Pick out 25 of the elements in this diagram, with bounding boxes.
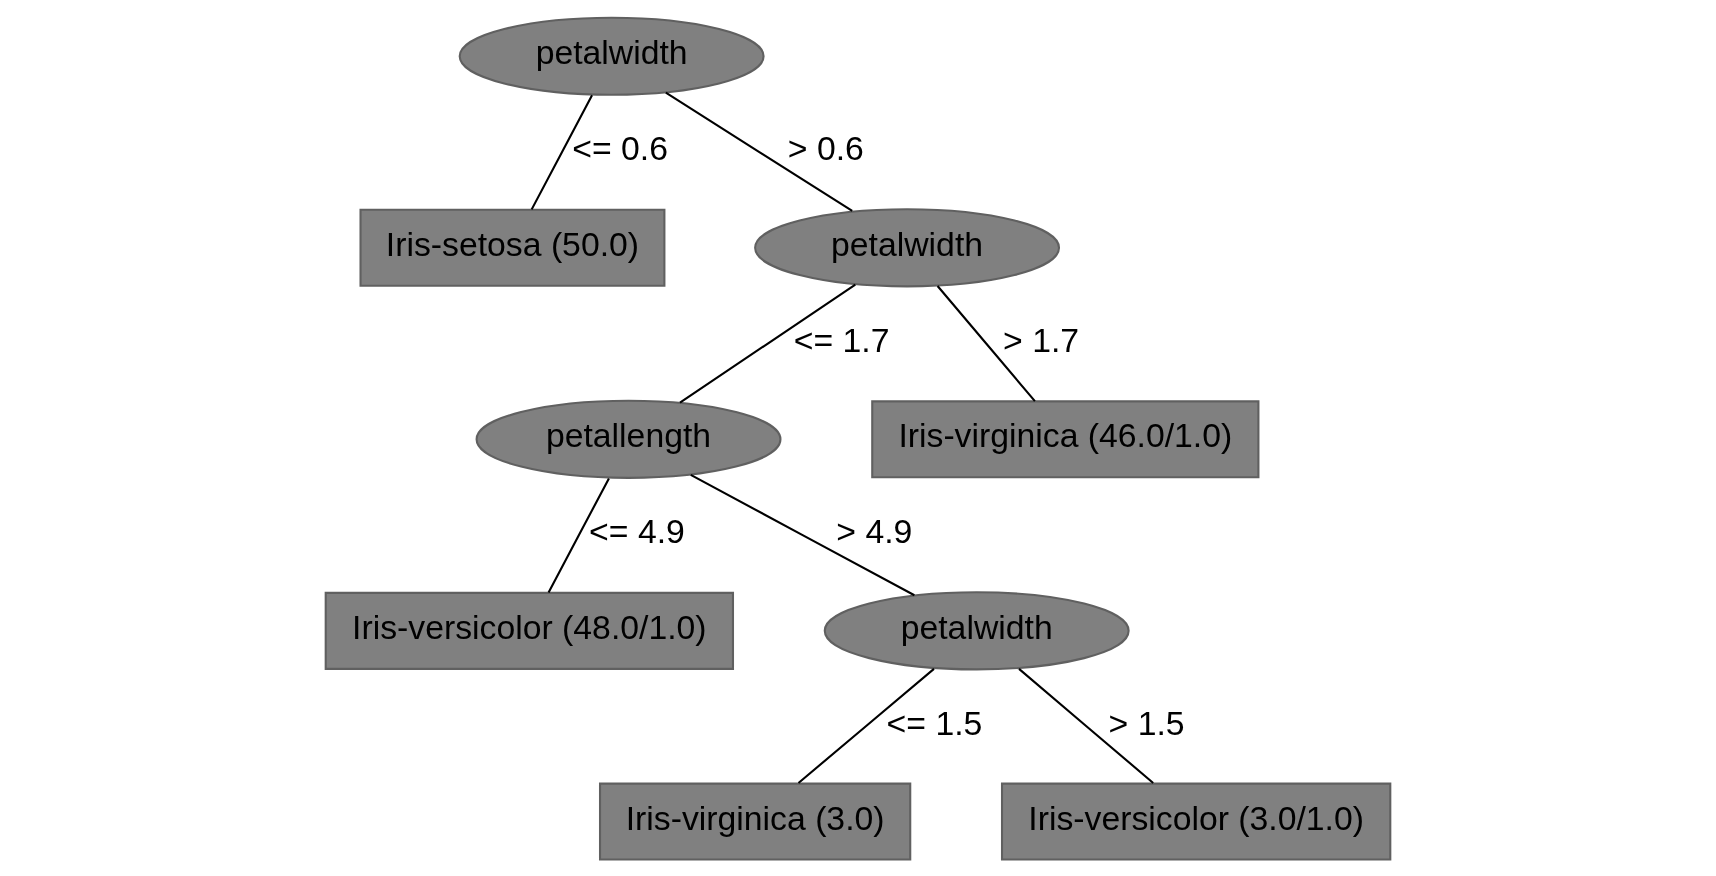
connector — [665, 91, 853, 212]
connector — [547, 477, 610, 593]
node-ellipse: petalwidth — [458, 16, 765, 96]
node-box: Iris-virginica (46.0/1.0) — [871, 399, 1260, 478]
edge-label: > 1.7 — [1003, 320, 1080, 359]
edge-label: <= 0.6 — [572, 128, 668, 167]
connector — [530, 94, 593, 210]
edge-label: <= 4.9 — [589, 511, 685, 550]
edge-label: <= 1.5 — [886, 703, 983, 742]
connector — [797, 667, 935, 784]
edge-label: <= 1.7 — [793, 320, 890, 359]
node-box: Iris-versicolor (48.0/1.0) — [324, 591, 735, 670]
node-ellipse: petalwidth — [754, 207, 1061, 287]
connector — [936, 284, 1036, 402]
edge-label: > 1.5 — [1108, 703, 1185, 742]
node-ellipse: petallength — [475, 399, 782, 479]
node-ellipse: petalwidth — [823, 590, 1130, 670]
node-box: Iris-versicolor (3.0/1.0) — [1000, 782, 1392, 861]
connector — [679, 283, 856, 403]
node-box: Iris-setosa (50.0) — [359, 208, 666, 287]
connector — [1018, 667, 1154, 784]
connector — [690, 473, 915, 596]
node-box: Iris-virginica (3.0) — [598, 782, 912, 861]
edge-label: > 4.9 — [836, 511, 913, 550]
edge-label: > 0.6 — [787, 128, 864, 167]
